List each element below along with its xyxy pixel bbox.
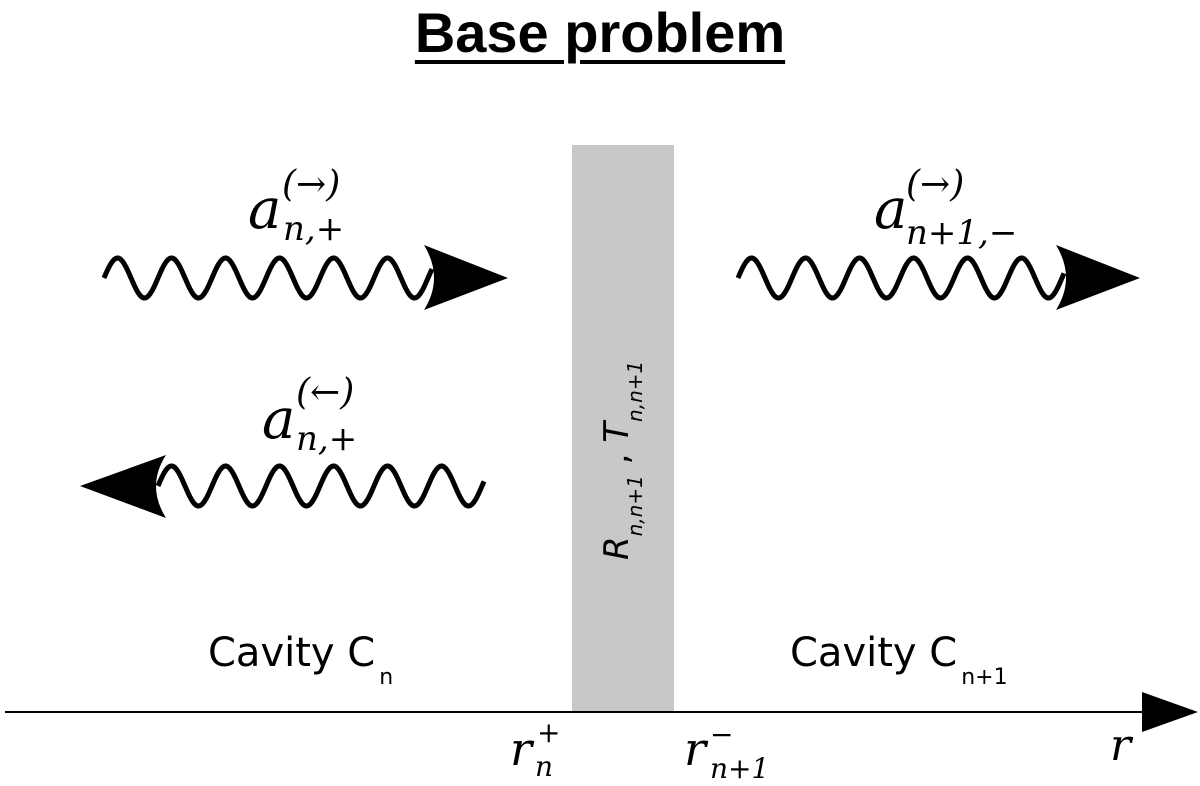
interface-slab xyxy=(572,145,674,712)
transmitted-wave-arrowhead xyxy=(1056,245,1140,310)
reflection-subscript: n,n+1 xyxy=(623,475,647,536)
transmitted-wave-superscript: (→) xyxy=(906,164,964,205)
cavity-right-label: Cavity Cn+1 xyxy=(790,630,1008,690)
reflected-wave xyxy=(155,463,487,509)
cavity-left-subscript: n xyxy=(379,665,393,690)
reflected-wave-symbol: a xyxy=(262,387,295,452)
r-axis-arrowhead xyxy=(1142,692,1198,732)
interface-separator: , xyxy=(597,443,637,475)
reflected-wave-subscript: n,+ xyxy=(296,419,357,459)
tick-left-superscript: + xyxy=(537,716,560,749)
tick-right-symbol: r xyxy=(684,722,709,776)
tick-left-subscript: n xyxy=(535,750,553,783)
transmitted-wave-symbol: a xyxy=(874,177,907,242)
r-axis-label: r xyxy=(1110,720,1134,771)
diagram-title: Base problem xyxy=(0,0,1200,65)
incoming-wave xyxy=(101,255,435,301)
reflected-wave-label: a xyxy=(262,387,295,452)
transmitted-wave xyxy=(735,255,1067,301)
tick-right-superscript: − xyxy=(710,718,733,751)
cavity-right-subscript: n+1 xyxy=(961,665,1007,690)
transmission-symbol: T xyxy=(597,420,637,443)
incoming-wave-label: a xyxy=(248,177,281,242)
incoming-wave-arrowhead xyxy=(424,245,508,310)
tick-left-symbol: r xyxy=(510,722,535,776)
tick-right-subscript: n+1 xyxy=(710,752,769,785)
cavity-left-text: Cavity C xyxy=(208,630,375,676)
transmitted-wave-label: a xyxy=(874,177,907,242)
reflected-wave-arrowhead xyxy=(80,455,166,518)
incoming-wave-subscript: n,+ xyxy=(283,209,344,249)
transmitted-wave-subscript: n+1,− xyxy=(906,213,1017,253)
title-text: Base problem xyxy=(414,1,786,64)
transmission-subscript: n,n+1 xyxy=(623,361,647,422)
incoming-wave-symbol: a xyxy=(248,177,281,242)
cavity-left-label: Cavity Cn xyxy=(208,630,393,690)
reflected-wave-superscript: (←) xyxy=(296,372,354,413)
cavity-right-text: Cavity C xyxy=(790,630,957,676)
incoming-wave-superscript: (→) xyxy=(282,164,340,205)
reflection-symbol: R xyxy=(597,536,637,560)
interface-label: Rn,n+1 , Tn,n+1 xyxy=(597,361,647,560)
